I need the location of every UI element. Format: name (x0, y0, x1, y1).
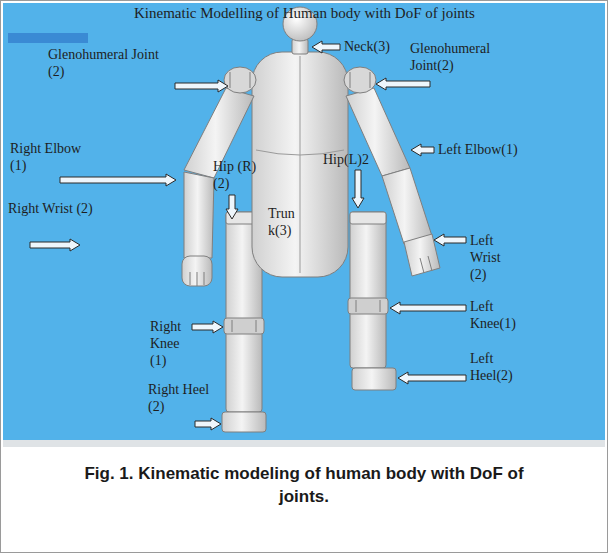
joint-label: Neck(3) (344, 38, 414, 55)
figure-caption: Fig. 1. Kinematic modeling of human body… (84, 462, 524, 508)
joint-label: Right Wrist (2) (8, 200, 94, 217)
figure-title: Kinematic Modelling of Human body with D… (134, 5, 475, 22)
joint-label: Right Heel (2) (148, 381, 224, 415)
joint-label: Left Knee(1) (470, 298, 530, 332)
joint-label: Trun k(3) (268, 205, 302, 239)
joint-label: Left Elbow(1) (438, 141, 548, 158)
joint-label: Glenohumeral Joint(2) (410, 40, 510, 74)
joint-label: Right Elbow (1) (10, 140, 96, 174)
joint-label: Glenohumeral Joint (2) (48, 46, 176, 80)
joint-label: Right Knee (1) (150, 318, 192, 369)
joint-label: Left Wrist (2) (470, 232, 516, 283)
joint-label: Hip (R)(2) (213, 158, 257, 192)
joint-label: Left Heel(2) (470, 350, 530, 384)
joint-label: Hip(L)2 (323, 151, 393, 168)
